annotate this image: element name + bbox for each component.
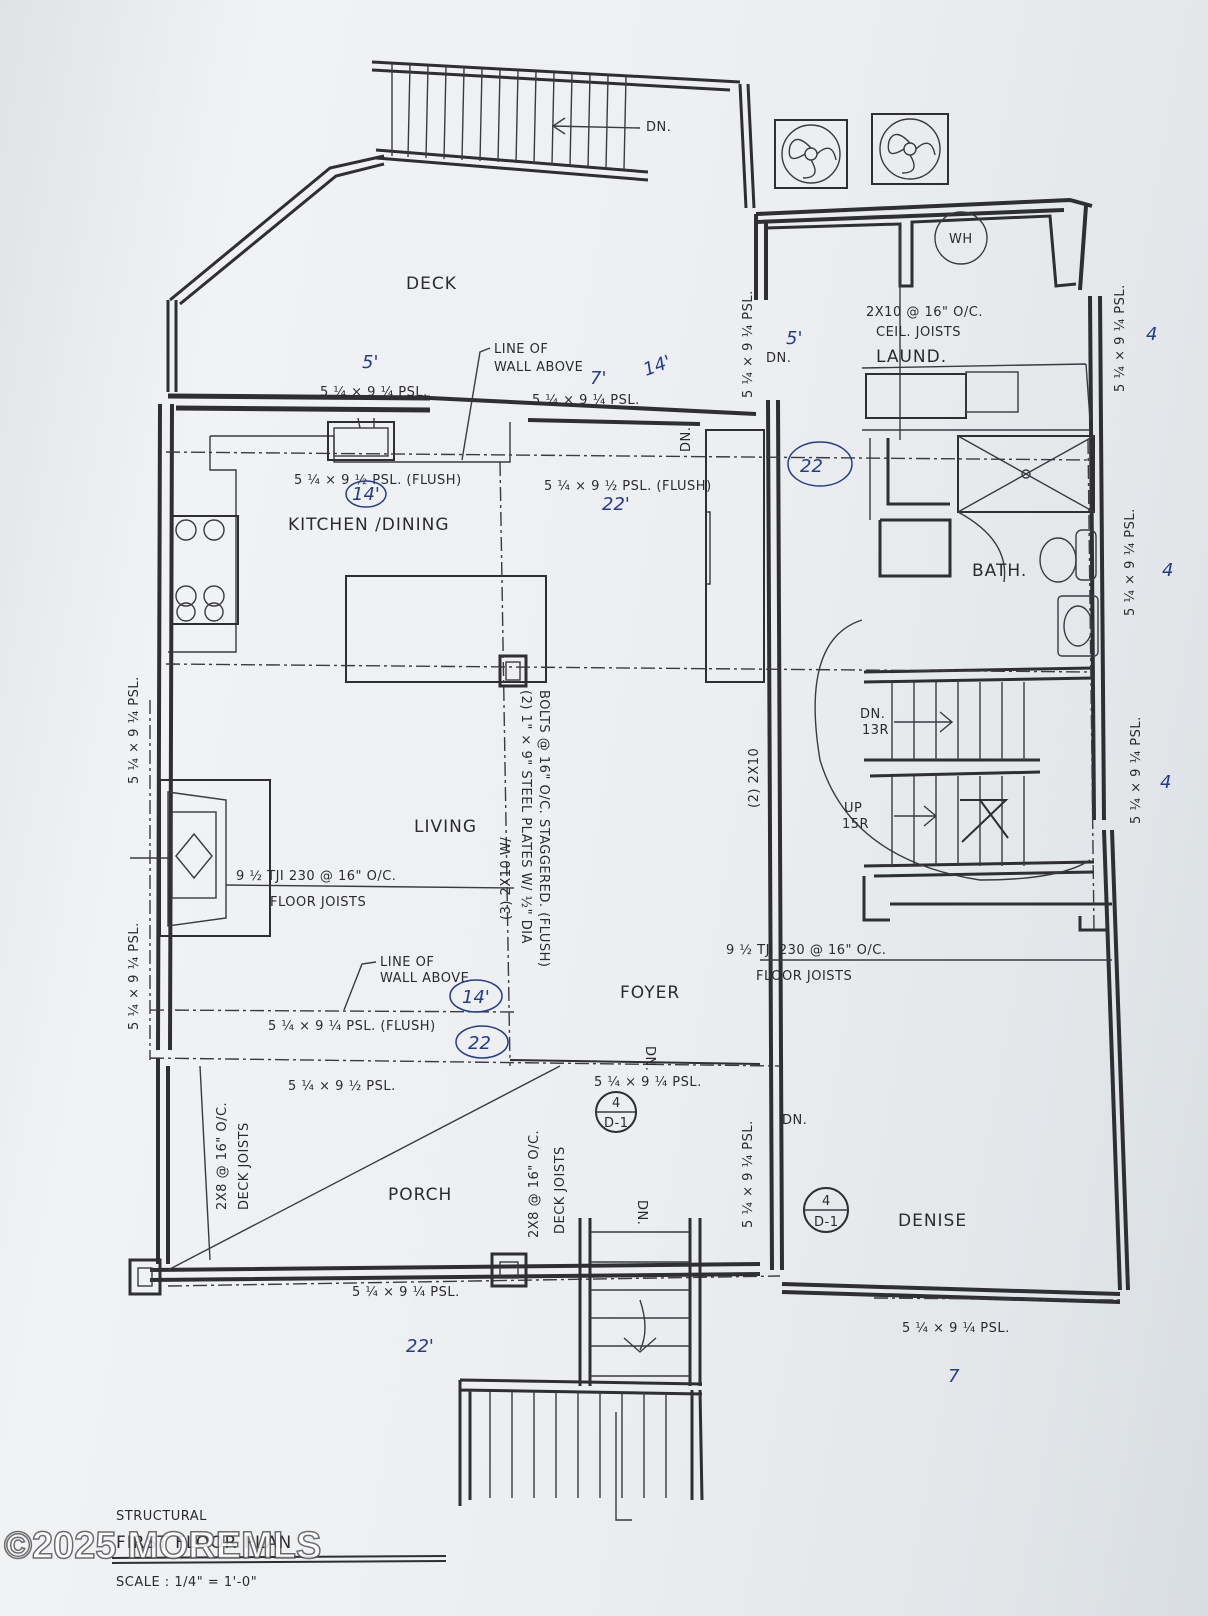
note-ceil-joists-2: CEIL. JOISTS (876, 325, 961, 340)
hand-14ft-foyer: 14' (462, 987, 490, 1008)
note-wall-above-2: WALL ABOVE (380, 971, 469, 986)
note-up-stairs: UP (844, 801, 862, 816)
note-three-by-ten: (3) 2X10 W/ (499, 837, 514, 920)
note-psl-flush-left: 5 ¼ × 9 ½ PSL. (FLUSH) (294, 473, 462, 488)
hand-22-foyer: 22 (468, 1033, 491, 1054)
note-dn-foyer: DN. (782, 1113, 807, 1128)
note-floor-joists-2b: FLOOR JOISTS (756, 969, 852, 984)
note-13r: 13R (862, 723, 889, 738)
hand-22-bath: 22 (800, 456, 823, 477)
note-psl-top-mid: 5 ¼ × 9 ¼ PSL. (532, 393, 640, 408)
note-dn-laundry: DN. (766, 351, 791, 366)
rear-stairs: DN. (371, 60, 741, 182)
note-psl-foyer: 5 ¼ × 9 ¼ PSL. (594, 1075, 702, 1090)
note-dn-foyer-2: DN. (642, 1046, 657, 1071)
hand-22ft-porch: 22' (406, 1336, 434, 1357)
room-bath: BATH. (972, 561, 1027, 581)
hand-14ft-kitchen: 14' (352, 484, 380, 505)
hand-4-top: 4 (1146, 324, 1157, 345)
dn-label: DN. (646, 120, 671, 135)
note-psl-porch-top: 5 ¼ × 9 ½ PSL. (288, 1079, 396, 1094)
hand-4-bottom: 4 (1160, 772, 1171, 793)
title-plan-name: FIRST FLOOR PLAN (116, 1533, 292, 1553)
note-line-of-wall-1: LINE OF (494, 342, 548, 357)
note-psl-top-left: 5 ¼ × 9 ¼ PSL. (320, 385, 428, 400)
beam-lines (149, 230, 1121, 1301)
note-dn-porch: DN. (634, 1200, 649, 1225)
note-deck-joists-2a: 2X8 @ 16" O/C. (527, 1130, 542, 1238)
room-porch: PORCH (388, 1185, 452, 1205)
section-num-2: 4 (822, 1194, 831, 1209)
porch (128, 1058, 761, 1521)
note-two-by-ten: (2) 2X10 (747, 748, 762, 808)
note-dn-kitchen: DN. (679, 427, 694, 452)
note-psl-right-1: 5 ¼ × 9 ¼ PSL. (1113, 284, 1128, 392)
note-ceil-joists-1: 2X10 @ 16" O/C. (866, 305, 983, 320)
room-laundry: LAUND. (876, 347, 947, 367)
room-kitchen: KITCHEN /DINING (288, 515, 450, 535)
note-15r: 15R (842, 817, 869, 832)
exterior-walls: WH (156, 83, 1130, 1304)
note-line-of-wall-2: LINE OF (380, 955, 434, 970)
fireplace (130, 779, 271, 937)
note-floor-joists-1a: 9 ½ TJI 230 @ 16" O/C. (236, 869, 396, 884)
room-labels: DECK KITCHEN /DINING LIVING FOYER PORCH … (288, 274, 1027, 1231)
note-psl-right-3: 5 ¼ × 9 ¼ PSL. (1129, 716, 1144, 824)
room-living: LIVING (414, 817, 477, 837)
hand-scribble: 14' (641, 351, 674, 380)
note-floor-joists-1b: FLOOR JOISTS (270, 895, 366, 910)
hand-7-bottom: 7 (948, 1366, 960, 1387)
ac-units (774, 113, 949, 189)
note-deck-joists-2b: DECK JOISTS (553, 1146, 568, 1234)
note-psl-right-2: 5 ¼ × 9 ¼ PSL. (1123, 508, 1138, 616)
handwritten-notes: 5' 7' 14' 22' 14' 22 14' 22 22' 5' 4 4 4… (345, 324, 1173, 1387)
hand-4-mid: 4 (1162, 560, 1173, 581)
note-psl-left-2: 5 ¼ × 9 ¼ PSL. (127, 922, 142, 1030)
structural-notes: LINE OF WALL ABOVE 5 ¼ × 9 ¼ PSL. 5 ¼ × … (127, 284, 1144, 1336)
note-dn-stairs: DN. (860, 707, 885, 722)
section-markers: 4 D-1 4 D-1 (595, 1091, 849, 1233)
section-ref-1: D-1 (604, 1116, 628, 1131)
note-floor-joists-2a: 9 ½ TJI 230 @ 16" O/C. (726, 943, 886, 958)
water-heater-label: WH (949, 232, 973, 247)
note-wall-above-1: WALL ABOVE (494, 360, 583, 375)
kitchen-fixtures (168, 417, 765, 688)
room-denise: DENISE (898, 1211, 967, 1231)
note-deck-joists-1b: DECK JOISTS (237, 1122, 252, 1210)
note-psl-foyer-flush: 5 ¼ × 9 ¼ PSL. (FLUSH) (268, 1019, 436, 1034)
room-foyer: FOYER (620, 983, 680, 1003)
title-block: STRUCTURAL FIRST FLOOR PLAN SCALE : 1/4"… (111, 1509, 447, 1590)
note-psl-denise-bottom: 5 ¼ × 9 ¼ PSL. (902, 1321, 1010, 1336)
note-psl-mid-1: 5 ¼ × 9 ¼ PSL. (741, 290, 756, 398)
note-psl-mid-2: 5 ¼ × 9 ¼ PSL. (741, 1120, 756, 1228)
title-structural: STRUCTURAL (116, 1509, 207, 1524)
title-scale: SCALE : 1/4" = 1'-0" (116, 1575, 257, 1590)
note-steel-plates-2: BOLTS @ 16" O/C. STAGGERED. (FLUSH) (536, 690, 551, 967)
room-deck: DECK (406, 274, 457, 294)
note-steel-plates-1: (2) 1" × 9" STEEL PLATES W/ ½" DIA (518, 690, 533, 944)
note-psl-flush-right: 5 ¼ × 9 ½ PSL. (FLUSH) (544, 479, 712, 494)
hand-22ft-kitchen: 22' (602, 494, 630, 515)
hand-5ft-laundry: 5' (786, 328, 802, 349)
hand-5ft: 5' (362, 352, 378, 373)
hand-7ft: 7' (590, 368, 606, 389)
watermark: ©2025 MOREMLS (4, 1525, 321, 1567)
note-psl-porch-bottom: 5 ¼ × 9 ¼ PSL. (352, 1285, 460, 1300)
section-ref-2: D-1 (814, 1215, 838, 1230)
note-psl-left-1: 5 ¼ × 9 ¼ PSL. (127, 676, 142, 784)
section-num-1: 4 (612, 1096, 621, 1111)
note-deck-joists-1a: 2X8 @ 16" O/C. (215, 1102, 230, 1210)
